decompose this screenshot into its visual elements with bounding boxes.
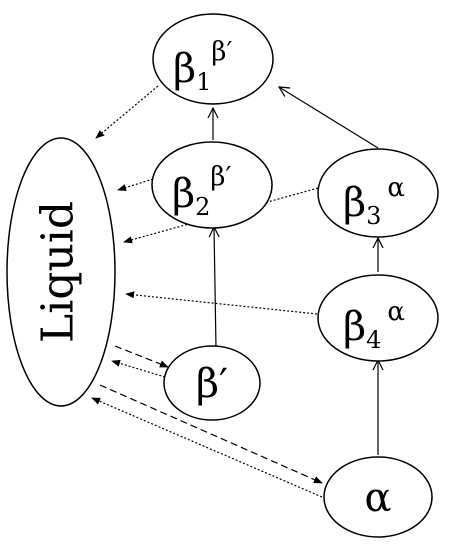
node-beta3: β3α <box>317 148 439 238</box>
edge-beta3-to-beta1 <box>279 87 379 149</box>
node-beta3-sub: 3 <box>366 202 381 230</box>
node-beta2-sup: β′ <box>210 162 231 192</box>
node-betaprime-outline <box>163 345 261 421</box>
node-beta4-sup: α <box>387 297 405 327</box>
edge-beta1-to-liquid <box>95 85 159 139</box>
node-betaprime: β′ <box>163 345 261 421</box>
node-beta4-outline <box>317 274 439 362</box>
edge-betaprime-to-beta2 <box>214 227 216 349</box>
node-alpha-label: α <box>364 475 391 521</box>
node-beta1: β1β′ <box>152 13 274 105</box>
edge-alpha-to-liquid <box>91 397 323 498</box>
node-alpha: α <box>323 456 433 538</box>
node-beta4-label: β4α <box>343 297 405 354</box>
node-beta3-label: β3α <box>343 173 405 230</box>
node-beta1-main: β <box>173 46 196 92</box>
node-beta3-main: β <box>343 180 366 226</box>
node-beta1-sup: β′ <box>211 37 232 67</box>
node-beta2-label: β2β′ <box>172 162 231 221</box>
node-liquid: Liquid <box>6 137 116 407</box>
edge-liquid-to-betaprime <box>114 345 169 368</box>
node-beta4-sub: 4 <box>366 326 381 354</box>
node-beta2-main: β <box>172 171 195 217</box>
node-beta1-outline <box>152 13 274 105</box>
node-beta3-outline <box>317 148 439 238</box>
node-beta1-sub: 1 <box>196 68 211 96</box>
edge-liquid-to-alpha <box>99 384 323 484</box>
edge-beta2-to-liquid <box>117 178 154 192</box>
node-betaprime-label: β′ <box>196 361 228 407</box>
node-beta4-main: β <box>343 304 366 350</box>
node-beta2: β2β′ <box>151 141 273 229</box>
node-beta3-sup: α <box>387 173 405 203</box>
edge-beta4-to-liquid <box>125 291 318 315</box>
node-beta4: β4α <box>317 274 439 362</box>
node-alpha-outline <box>323 456 433 538</box>
edge-betaprime-to-liquid <box>111 359 166 378</box>
node-liquid-label: Liquid <box>33 201 84 343</box>
node-beta2-outline <box>151 141 273 229</box>
node-beta2-sub: 2 <box>195 193 210 221</box>
node-liquid-outline <box>6 137 116 407</box>
node-beta1-label: β1β′ <box>173 37 232 96</box>
